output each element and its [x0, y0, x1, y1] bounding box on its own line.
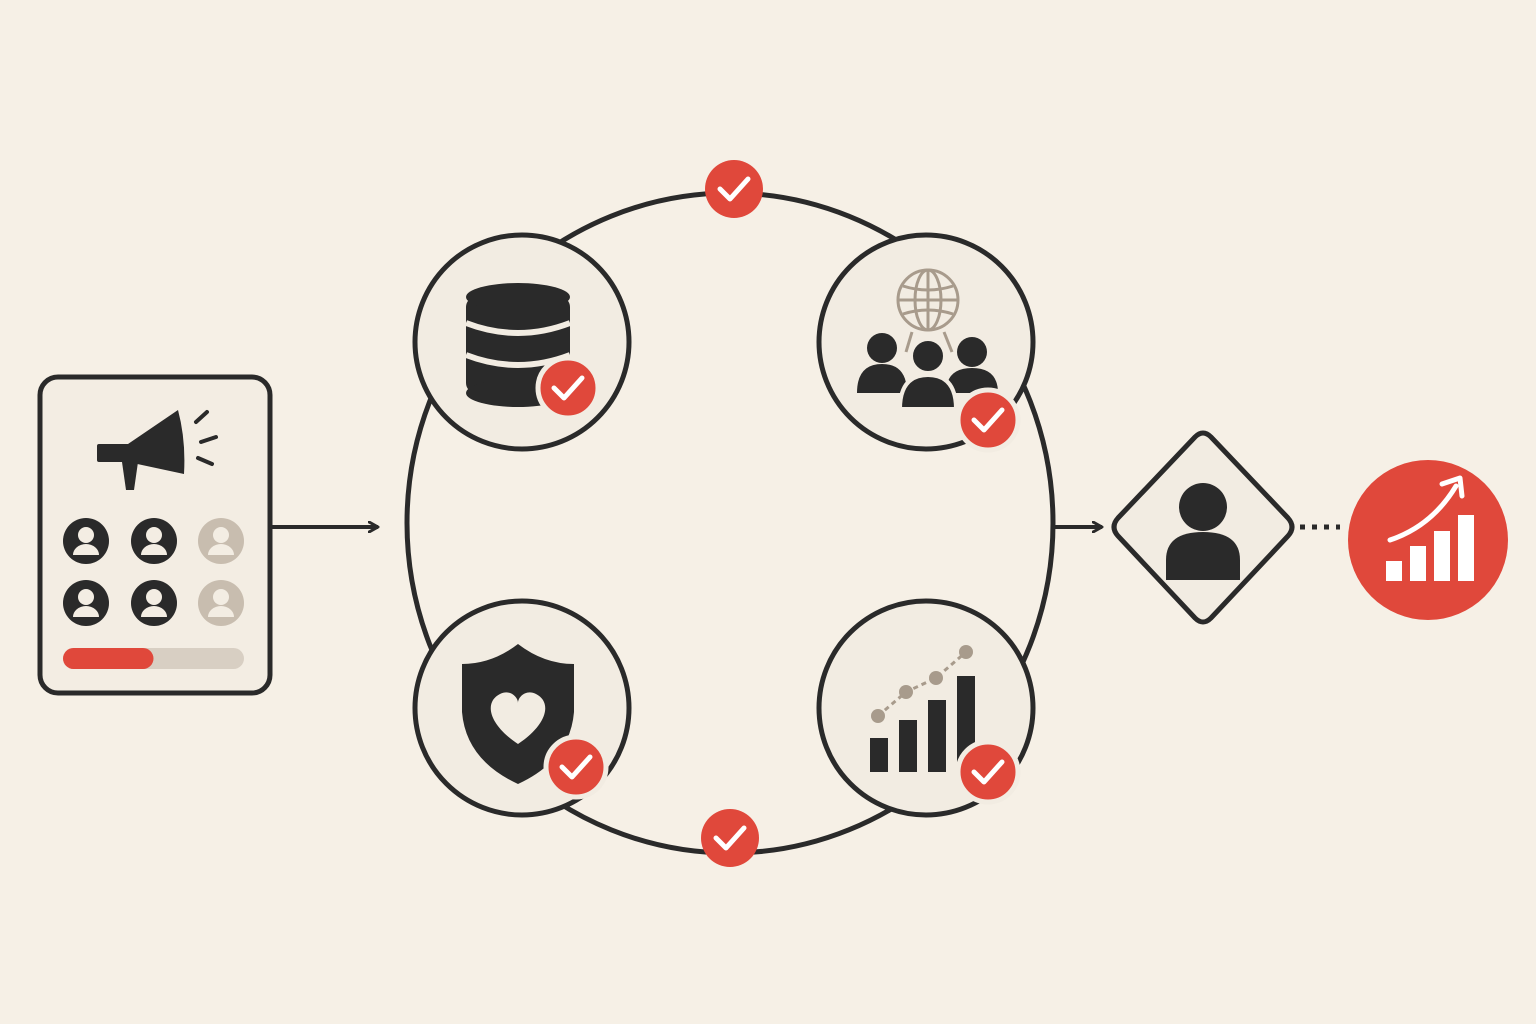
- audience-avatar-inactive: [198, 580, 244, 626]
- checkpoint-bottom: [701, 809, 759, 867]
- checkpoint-top: [705, 160, 763, 218]
- global-community-icon: [857, 268, 998, 411]
- audience-avatar: [131, 580, 177, 626]
- node-database: [412, 232, 632, 452]
- user-icon: [1166, 483, 1240, 580]
- node-growth: [816, 598, 1036, 818]
- check-badge-icon: [535, 355, 601, 421]
- progress-bar: [63, 648, 244, 669]
- node-shield: [412, 598, 632, 818]
- audience-avatar-inactive: [198, 518, 244, 564]
- shield-heart-icon: [462, 644, 574, 784]
- node-community: [816, 232, 1036, 453]
- audience-avatar: [131, 518, 177, 564]
- globe-icon: [896, 268, 960, 353]
- check-badge-icon: [543, 734, 609, 800]
- decision-node: [1111, 430, 1295, 625]
- megaphone-icon: [97, 410, 218, 490]
- audience-avatar: [63, 580, 109, 626]
- audience-grid: [63, 518, 244, 626]
- check-badge-icon: [955, 739, 1021, 805]
- outcome-node: [1348, 460, 1508, 620]
- trend-up-chart-icon: [1386, 475, 1474, 581]
- audience-avatar: [63, 518, 109, 564]
- check-badge-icon: [955, 387, 1021, 453]
- source-panel: [37, 374, 273, 696]
- progress-fill: [63, 648, 154, 669]
